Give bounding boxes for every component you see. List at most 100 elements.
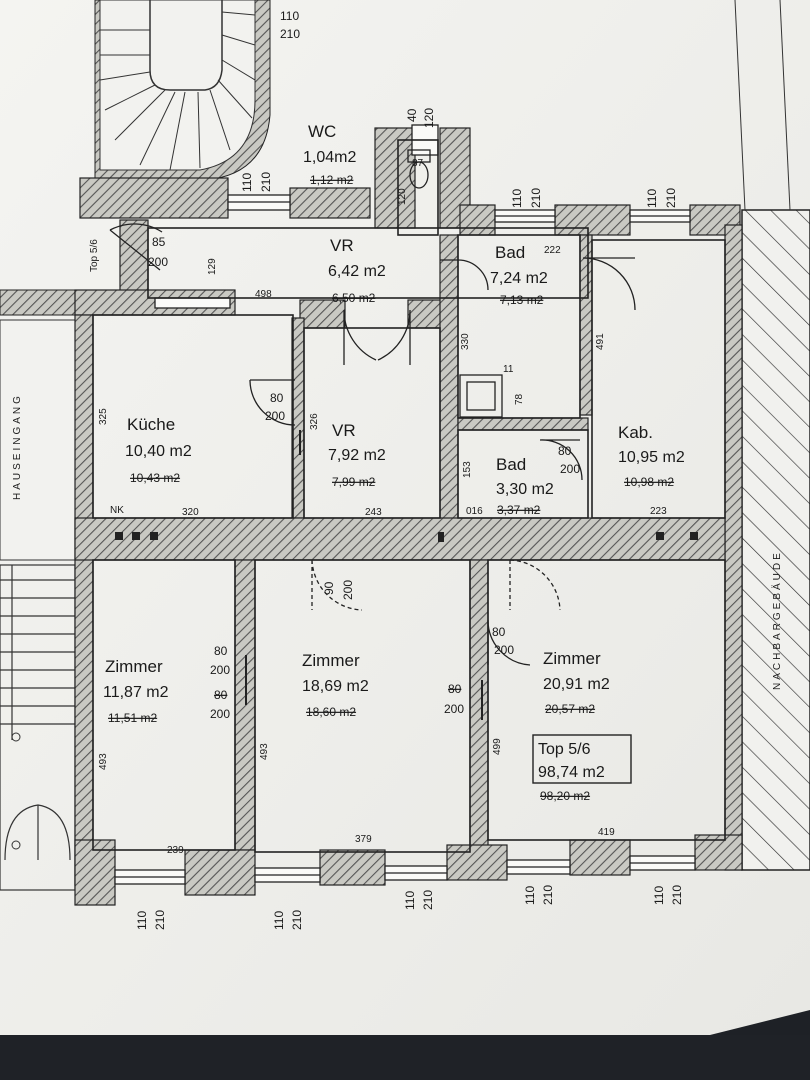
radiator-markers xyxy=(115,532,698,542)
vr1-area-old: 6,50 m2 xyxy=(332,291,376,305)
dim-326: 326 xyxy=(309,413,320,430)
zimmer1-area-old: 11,51 m2 xyxy=(108,711,157,725)
bad2-area: 3,30 m2 xyxy=(496,481,554,498)
dim-78: 78 xyxy=(514,393,525,405)
dim-243: 243 xyxy=(365,507,382,518)
svg-text:110: 110 xyxy=(645,189,659,208)
zimmer2-area: 18,69 m2 xyxy=(302,678,369,695)
zimmer1-area: 11,87 m2 xyxy=(103,684,169,701)
door-80: 80 xyxy=(492,625,506,639)
vr1-label: VR xyxy=(330,236,354,255)
svg-text:210: 210 xyxy=(529,188,543,208)
kueche-area: 10,40 m2 xyxy=(125,443,192,460)
bad1-area-old: 7,13 m2 xyxy=(500,293,544,307)
svg-text:110: 110 xyxy=(652,886,666,905)
vr2-area-old: 7,99 m2 xyxy=(332,475,376,489)
door-200: 200 xyxy=(148,255,168,269)
door-200: 200 xyxy=(560,462,580,476)
dim-493-mid: 493 xyxy=(259,743,270,760)
unit-area-old: 98,20 m2 xyxy=(540,789,590,803)
door-80: 80 xyxy=(214,644,228,658)
vr1-area: 6,42 m2 xyxy=(328,263,386,280)
staircase-lower xyxy=(0,564,76,891)
shower-tray-icon xyxy=(459,374,503,418)
nachbargebaeude-label: NACHBARGEBÄUDE xyxy=(771,550,783,690)
neighbour-building xyxy=(741,209,810,871)
svg-text:40: 40 xyxy=(405,108,419,122)
neighbour-line xyxy=(779,0,791,211)
door-90: 90 xyxy=(322,581,336,595)
unit-label: Top 5/6 xyxy=(538,741,591,758)
dim-120: 120 xyxy=(397,188,408,205)
zimmer3-area-old: 20,57 m2 xyxy=(545,702,595,716)
door-200: 200 xyxy=(341,580,355,600)
wc-area: 1,04m2 xyxy=(303,149,356,166)
door-200: 200 xyxy=(210,663,230,677)
door-80-struck: 80 xyxy=(214,688,228,702)
dim-223: 223 xyxy=(650,506,667,517)
kueche-label: Küche xyxy=(127,415,175,434)
window-codes: 110 210 110 210 110 210 110 210 40 120 1… xyxy=(135,9,684,930)
door-87: 87 xyxy=(412,158,424,169)
door-80: 80 xyxy=(270,391,284,405)
hauseingang-label: HAUSEINGANG xyxy=(12,393,23,500)
windows xyxy=(114,124,696,885)
entrance-wall xyxy=(0,289,76,316)
vr2-area: 7,92 m2 xyxy=(328,447,386,464)
dim-419: 419 xyxy=(598,827,615,838)
neighbour-line xyxy=(734,0,746,211)
zimmer2-area-old: 18,60 m2 xyxy=(306,705,356,719)
svg-text:210: 210 xyxy=(153,910,167,930)
svg-text:110: 110 xyxy=(403,891,417,910)
dim-379: 379 xyxy=(355,834,372,845)
svg-text:210: 210 xyxy=(290,910,304,930)
door-80: 80 xyxy=(558,444,572,458)
zimmer1-label: Zimmer xyxy=(105,657,163,676)
stair-handle xyxy=(11,840,21,850)
svg-text:210: 210 xyxy=(664,188,678,208)
stair-handle xyxy=(11,732,21,742)
entrance-corridor xyxy=(0,319,76,561)
dim-499: 499 xyxy=(492,738,503,755)
svg-text:110: 110 xyxy=(280,9,299,23)
wc-area-old: 1,12 m2 xyxy=(310,173,354,187)
svg-text:210: 210 xyxy=(259,172,273,192)
bad1-area: 7,24 m2 xyxy=(490,270,548,287)
unit-area: 98,74 m2 xyxy=(538,764,605,781)
entrance-tag: Top 5/6 xyxy=(89,239,100,272)
door-200: 200 xyxy=(494,643,514,657)
room-outlines xyxy=(92,139,726,853)
svg-text:110: 110 xyxy=(240,173,254,192)
door-swings xyxy=(109,223,636,666)
dim-491: 491 xyxy=(595,333,606,350)
dim-493-left: 493 xyxy=(98,753,109,770)
dim-129: 129 xyxy=(207,258,218,275)
kueche-area-old: 10,43 m2 xyxy=(130,471,180,485)
svg-text:120: 120 xyxy=(422,108,436,128)
dim-325: 325 xyxy=(98,408,109,425)
dim-11: 11 xyxy=(503,364,514,375)
vr2-label: VR xyxy=(332,421,356,440)
dim-016: 016 xyxy=(466,506,483,517)
kab-label: Kab. xyxy=(618,423,653,442)
bad2-area-old: 3,37 m2 xyxy=(497,503,541,517)
dim-239: 239 xyxy=(167,845,184,856)
zimmer3-area: 20,91 m2 xyxy=(543,676,610,693)
door-200: 200 xyxy=(265,409,285,423)
zimmer2-label: Zimmer xyxy=(302,651,360,670)
svg-text:210: 210 xyxy=(421,890,435,910)
dim-222: 222 xyxy=(544,245,561,256)
dim-153: 153 xyxy=(462,461,473,478)
door-200-struck: 200 xyxy=(444,702,464,716)
nk-label: NK xyxy=(110,505,124,516)
unit-box xyxy=(532,734,632,784)
wc-label: WC xyxy=(308,122,336,141)
svg-text:110: 110 xyxy=(523,886,537,905)
zimmer3-label: Zimmer xyxy=(543,649,601,668)
door-80-struck: 80 xyxy=(448,682,462,696)
door-200-struck: 200 xyxy=(210,707,230,721)
door-85: 85 xyxy=(152,235,166,249)
kab-area: 10,95 m2 xyxy=(618,449,685,466)
